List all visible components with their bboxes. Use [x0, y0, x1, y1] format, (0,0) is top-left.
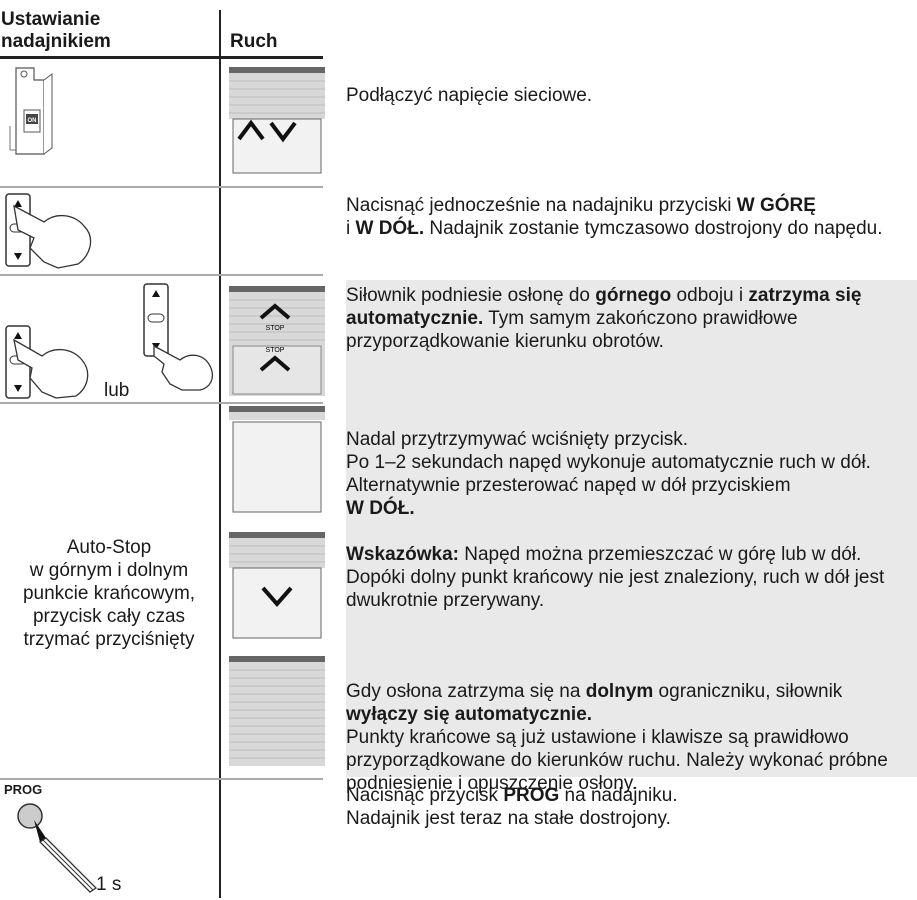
- row-divider: [0, 274, 323, 276]
- row-divider: [0, 186, 323, 188]
- autostop-note: Auto-Stop w górnym i dolnym punkcie krań…: [22, 537, 196, 650]
- circuit-breaker-icon: ON: [9, 67, 53, 155]
- step-text-4: Nadal przytrzymywać wciśnięty przycisk. …: [346, 429, 885, 611]
- remote-press-up-icon: [5, 325, 89, 399]
- remote-press-down-icon: [143, 283, 214, 391]
- duration-label: 1 s: [96, 874, 122, 895]
- step-text-6: Nacisnąć przycisk PROG na nadajniku. Nad…: [346, 785, 678, 829]
- remote-press-up-down-icon: [5, 193, 92, 269]
- step-text-1: Podłączyć napięcie sieciowe.: [346, 85, 593, 106]
- step-text-5: Gdy osłona zatrzyma się na dolnym ograni…: [346, 681, 888, 794]
- row-divider: [0, 778, 323, 780]
- highlight-block: [346, 280, 917, 403]
- column-header-movement: Ruch: [230, 31, 278, 52]
- svg-text:STOP: STOP: [266, 347, 285, 354]
- prog-label: PROG: [4, 782, 43, 797]
- shutter-open-icon: [229, 406, 325, 513]
- shutter-stop-icon: STOP STOP: [229, 286, 325, 396]
- shutter-down-icon: [229, 532, 325, 639]
- column-divider: [219, 10, 221, 898]
- pencil-press-prog-icon: [17, 803, 98, 893]
- header-divider: [0, 56, 323, 59]
- highlight-block: [346, 403, 917, 777]
- svg-text:ON: ON: [28, 118, 37, 124]
- step-text-3: Siłownik podniesie osłonę do górnego odb…: [346, 285, 862, 352]
- column-header-setting: Ustawianie nadajnikiem: [1, 9, 111, 52]
- svg-text:STOP: STOP: [266, 325, 285, 332]
- shutter-up-down-icon: [229, 67, 325, 174]
- or-label: lub: [104, 380, 130, 401]
- step-text-2: Nacisnąć jednocześnie na nadajniku przyc…: [346, 195, 883, 239]
- shutter-closed-icon: [229, 656, 325, 766]
- row-divider: [0, 402, 323, 404]
